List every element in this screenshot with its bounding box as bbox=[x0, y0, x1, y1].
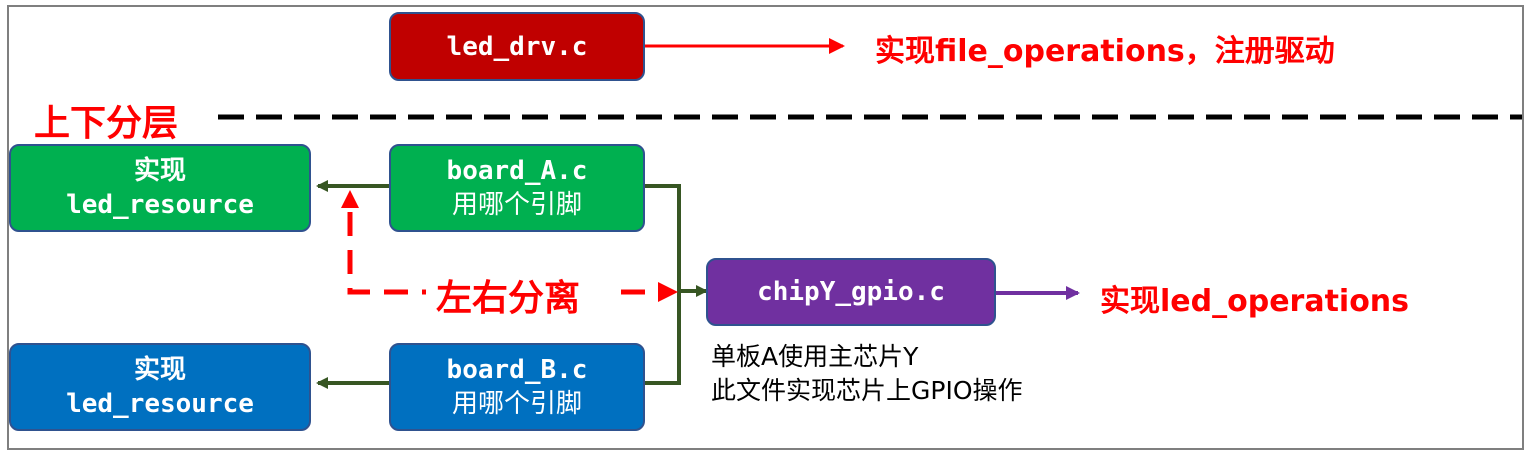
res-a-line1: 实现 bbox=[133, 156, 186, 186]
lr-split-arrow-up-icon bbox=[341, 190, 359, 208]
led-drv-box: led_drv.c bbox=[389, 12, 645, 81]
chip-description: 实现led_operations bbox=[1100, 284, 1410, 319]
board-a-line1: board_A.c bbox=[446, 156, 588, 186]
layer-split-label: 上下分层 bbox=[34, 103, 179, 144]
diagram-frame bbox=[7, 5, 1524, 450]
res-b-line2: led_resource bbox=[66, 389, 254, 419]
chip-note: 单板A使用主芯片Y 此文件实现芯片上GPIO操作 bbox=[711, 340, 1023, 408]
led-drv-label: led_drv.c bbox=[446, 31, 588, 62]
res-b-line1: 实现 bbox=[133, 355, 186, 385]
board-a-box: board_A.c 用哪个引脚 bbox=[389, 144, 645, 232]
drv-description: 实现file_operations，注册驱动 bbox=[875, 34, 1335, 69]
board-a-line2: 用哪个引脚 bbox=[451, 190, 582, 220]
chip-label: chipY_gpio.c bbox=[757, 277, 945, 307]
res-b-box: 实现 led_resource bbox=[9, 343, 311, 431]
board-b-line1: board_B.c bbox=[446, 355, 588, 385]
res-a-line2: led_resource bbox=[66, 190, 254, 220]
chip-box: chipY_gpio.c bbox=[706, 258, 996, 326]
lr-split-label: 左右分离 bbox=[436, 278, 581, 319]
board-a-to-chip-line bbox=[645, 184, 681, 291]
board-b-to-chip-line bbox=[645, 291, 681, 385]
lr-split-arrow-right-icon bbox=[658, 282, 678, 302]
board-b-line2: 用哪个引脚 bbox=[451, 389, 582, 419]
res-a-box: 实现 led_resource bbox=[9, 144, 311, 232]
lr-split-dash-left bbox=[347, 212, 426, 295]
chip-note-line1: 单板A使用主芯片Y bbox=[711, 342, 919, 371]
board-b-box: board_B.c 用哪个引脚 bbox=[389, 343, 645, 431]
chip-note-line2: 此文件实现芯片上GPIO操作 bbox=[711, 376, 1023, 405]
